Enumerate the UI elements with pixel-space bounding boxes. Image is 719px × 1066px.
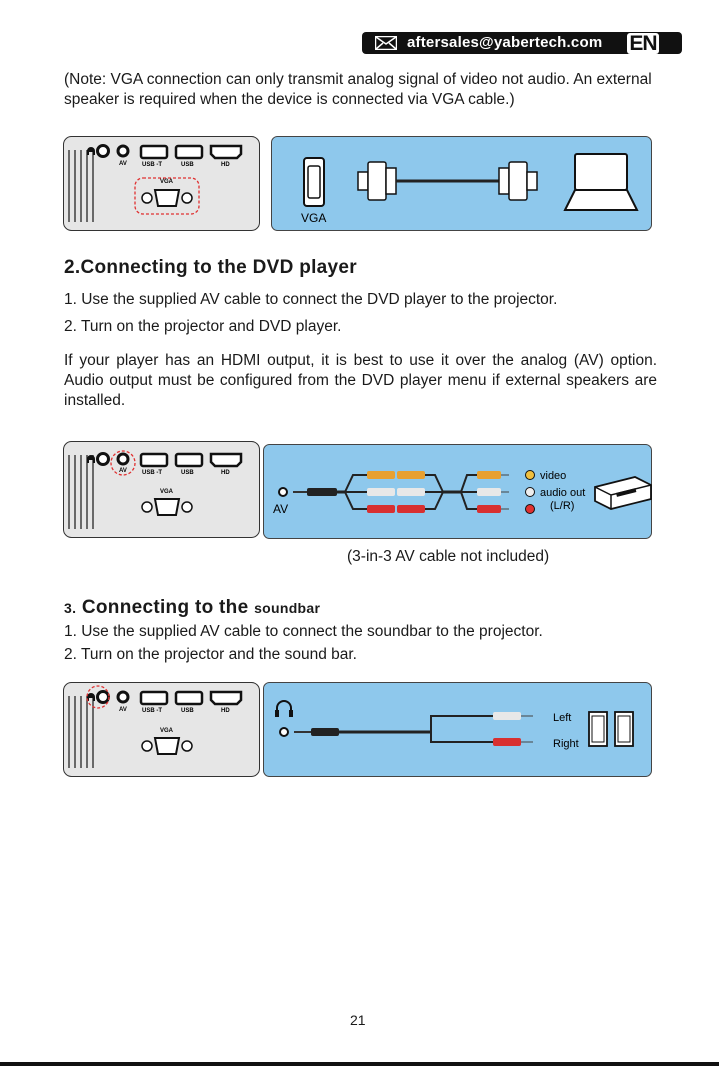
header-bar (362, 32, 682, 54)
svg-text:AV: AV (119, 161, 127, 167)
svg-text:USB -T: USB -T (142, 162, 162, 168)
section2-paragraph: If your player has an HDMI output, it is… (64, 352, 657, 409)
section2-step-2: 2. Turn on the projector and DVD player. (64, 318, 342, 335)
page-number: 21 (350, 1012, 366, 1028)
svg-text:USB: USB (181, 470, 194, 476)
svg-text:HD: HD (221, 708, 230, 714)
dvd-player-icon (594, 476, 652, 510)
section3-step-2: 2. Turn on the projector and the sound b… (64, 646, 357, 663)
svg-text:audio out: audio out (540, 487, 585, 499)
language-badge: EN (627, 33, 659, 54)
section3-step-1: 1. Use the supplied AV cable to connect … (64, 623, 543, 640)
projector-port-panel: AV USB -T USB HD VGA (63, 136, 260, 231)
audio-cable-panel: Left Right (263, 682, 652, 777)
envelope-icon (374, 35, 398, 55)
svg-text:HD: HD (221, 162, 230, 168)
projector-port-panel: AV USB -T USB HD VGA (63, 441, 260, 538)
soundbar-connection-figure: AV USB -T USB HD VGA Left Right (63, 682, 652, 777)
svg-text:VGA: VGA (301, 211, 326, 225)
av-cable-panel: AV video audio out (L/R) (263, 444, 652, 539)
vga-connection-figure: AV USB -T USB HD VGA VGA (63, 136, 652, 231)
svg-text:USB: USB (181, 708, 194, 714)
svg-text:HD: HD (221, 470, 230, 476)
svg-text:video: video (540, 470, 566, 482)
section2-step-1: 1. Use the supplied AV cable to connect … (64, 291, 558, 308)
bottom-rule (0, 1062, 719, 1066)
svg-text:USB -T: USB -T (142, 708, 162, 714)
vga-note: (Note: VGA connection can only transmit … (64, 71, 652, 108)
svg-text:USB: USB (181, 162, 194, 168)
laptop-icon (563, 153, 639, 211)
speaker-icon (588, 711, 634, 747)
av-cable-caption: (3-in-3 AV cable not included) (347, 548, 550, 565)
svg-text:AV: AV (273, 502, 288, 516)
svg-text:Left: Left (553, 712, 571, 724)
svg-text:VGA: VGA (160, 179, 174, 185)
svg-text:VGA: VGA (160, 489, 174, 495)
projector-port-panel: AV USB -T USB HD VGA (63, 682, 260, 777)
section3-title: 3. Connecting to the soundbar (64, 597, 321, 618)
svg-text:Right: Right (553, 738, 579, 750)
section2-title: 2.Connecting to the DVD player (64, 257, 357, 278)
vga-cable-panel: VGA (271, 136, 652, 231)
av-connection-figure: AV USB -T USB HD VGA AV (63, 441, 652, 539)
svg-text:AV: AV (119, 468, 127, 474)
headphone-icon (275, 700, 293, 717)
svg-text:USB -T: USB -T (142, 470, 162, 476)
svg-text:AV: AV (119, 707, 127, 713)
svg-text:VGA: VGA (160, 728, 174, 734)
svg-text:(L/R): (L/R) (550, 500, 574, 512)
support-email[interactable]: aftersales@yabertech.com (407, 34, 603, 51)
